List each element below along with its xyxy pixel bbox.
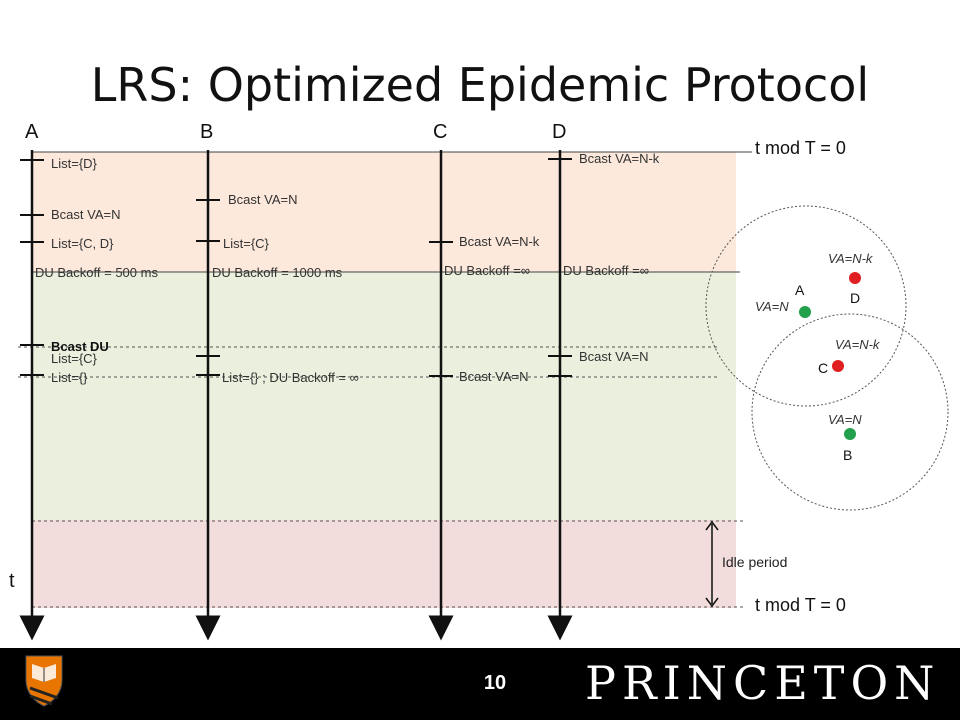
event-c-bcast-va: Bcast VA=N [459, 369, 529, 384]
event-a-list-cd: List={C, D} [51, 236, 114, 251]
t-mod-label-top: t mod T = 0 [755, 138, 846, 158]
princeton-wordmark: PRINCETON [585, 656, 941, 710]
event-c-bcast-va-nk: Bcast VA=N-k [459, 234, 540, 249]
ticks-b [196, 199, 220, 376]
time-axis-label: t [9, 570, 15, 592]
idle-period-arrow [705, 520, 719, 608]
node-c-label: C [818, 360, 829, 376]
ticks-c [429, 241, 453, 377]
timeline-label-d: D [552, 121, 567, 143]
footer-bar [0, 648, 960, 720]
event-b-backoff: DU Backoff = 1000 ms [212, 265, 343, 280]
node-b-dot [844, 428, 856, 440]
node-c-va-label: VA=N-k [835, 337, 880, 352]
event-a-bcast-va: Bcast VA=N [51, 207, 121, 222]
event-d-bcast-va-nk: Bcast VA=N-k [579, 151, 660, 166]
node-a-dot [799, 306, 811, 318]
node-b-label: B [843, 447, 853, 463]
event-a-list-c: List={C} [51, 351, 97, 366]
event-d-bcast-va: Bcast VA=N [579, 349, 649, 364]
node-a-va-label: VA=N [755, 299, 789, 314]
event-a-bcast-du: Bcast DU [51, 339, 109, 354]
node-d-va-label: VA=N-k [828, 251, 873, 266]
node-c-dot [832, 360, 844, 372]
event-b-bcast-va: Bcast VA=N [228, 192, 298, 207]
phase-band-1 [32, 152, 736, 272]
range-circle-lower [751, 313, 949, 511]
event-a-list-d: List={D} [51, 156, 97, 171]
node-b-va-label: VA=N [828, 412, 862, 427]
ticks-a [20, 159, 44, 376]
event-b-list-empty-backoff: List={} ; DU Backoff = ∞ [222, 370, 359, 385]
event-a-list-empty: List={} [51, 370, 88, 385]
node-a-label: A [795, 282, 805, 298]
idle-period-label: Idle period [722, 554, 788, 570]
event-a-backoff: DU Backoff = 500 ms [35, 265, 158, 280]
slide-title: LRS: Optimized Epidemic Protocol [90, 58, 870, 112]
node-d-dot [849, 272, 861, 284]
phase-band-3 [32, 520, 736, 608]
phase-band-2 [32, 272, 736, 520]
event-b-list-c: List={C} [223, 236, 269, 251]
timeline-label-c: C [433, 121, 448, 143]
timeline-label-b: B [200, 121, 214, 143]
timeline-label-a: A [25, 121, 39, 143]
t-mod-label-bottom: t mod T = 0 [755, 595, 846, 615]
princeton-shield-icon [25, 655, 63, 707]
event-d-backoff: DU Backoff =∞ [563, 263, 649, 278]
ticks-d [548, 158, 572, 377]
node-d-label: D [850, 290, 861, 306]
page-number: 10 [483, 672, 507, 694]
event-c-backoff: DU Backoff =∞ [444, 263, 530, 278]
range-circle-upper [705, 205, 907, 407]
